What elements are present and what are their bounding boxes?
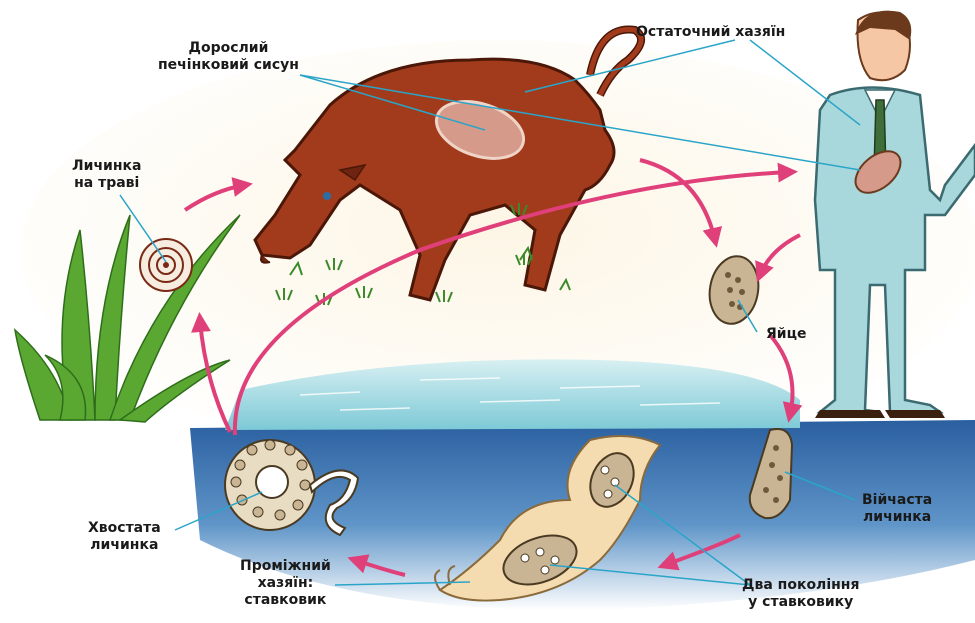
label-tailed-larva-line-2: личинка xyxy=(88,537,161,554)
label-egg: Яйце xyxy=(766,326,806,343)
label-ciliated-larva-line-1: Війчаста xyxy=(862,492,932,509)
label-ciliated-larva-line-2: личинка xyxy=(862,509,932,526)
label-intermediate-host-line-1: Проміжний xyxy=(240,558,331,575)
label-two-generations-line-1: Два покоління xyxy=(742,577,859,594)
label-adult-fluke: Дорослий печінковий сисун xyxy=(158,40,299,74)
label-larva-on-grass: Личинка на траві xyxy=(72,158,141,192)
label-intermediate-host: Проміжний хазяїн: ставковик xyxy=(240,558,331,609)
label-egg-text: Яйце xyxy=(766,326,806,343)
label-larva-on-grass-line-1: Личинка xyxy=(72,158,141,175)
label-final-host-text: Остаточний хазяїн xyxy=(636,24,785,41)
label-tailed-larva-line-1: Хвостата xyxy=(88,520,161,537)
label-tailed-larva: Хвостата личинка xyxy=(88,520,161,554)
label-intermediate-host-line-3: ставковик xyxy=(240,592,331,609)
label-two-generations: Два покоління у ставковику xyxy=(742,577,859,611)
label-intermediate-host-line-2: хазяїн: xyxy=(240,575,331,592)
label-ciliated-larva: Війчаста личинка xyxy=(862,492,932,526)
label-adult-fluke-line-1: Дорослий xyxy=(158,40,299,57)
label-larva-on-grass-line-2: на траві xyxy=(72,175,141,192)
label-two-generations-line-2: у ставковику xyxy=(742,594,859,611)
label-final-host: Остаточний хазяїн xyxy=(636,24,785,41)
label-adult-fluke-line-2: печінковий сисун xyxy=(158,57,299,74)
